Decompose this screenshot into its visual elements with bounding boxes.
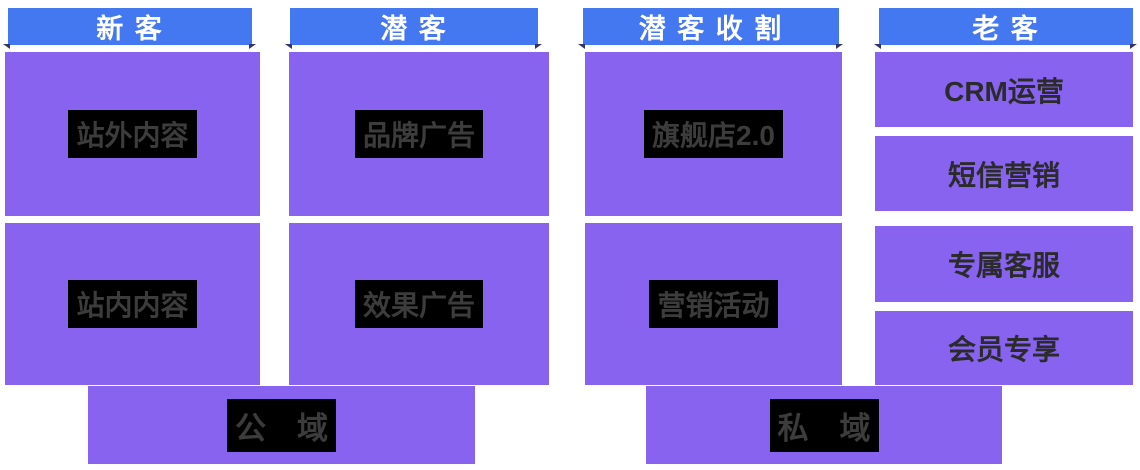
cell-offsite-content: 站外内容 [5,52,260,216]
column-header-returning-customers: 老 客 [874,8,1137,49]
cell-label: 旗舰店2.0 [644,110,783,158]
cell-brand-ads: 品牌广告 [289,52,549,216]
column-header-prospect-harvest: 潜 客 收 割 [578,8,843,49]
cell-label: 品牌广告 [354,110,483,158]
cell-flagship-store: 旗舰店2.0 [585,52,842,216]
column-header-prospects: 潜 客 [285,8,542,49]
ribbon-fold-right-icon [249,44,256,49]
ribbon-fold-left-icon [578,44,585,49]
cell-label: 会员专享 [947,334,1060,365]
cell-label: 营销活动 [649,280,778,328]
footer-bar-private-domain: 私 域 [646,386,1002,464]
column-header-label: 潜 客 [380,14,448,44]
cell-performance-ads: 效果广告 [289,223,549,385]
cell-dedicated-support: 专属客服 [875,226,1133,302]
cell-label: 站外内容 [68,110,197,158]
cell-member-exclusive: 会员专享 [875,311,1133,385]
cell-label: 专属客服 [947,250,1060,281]
ribbon-fold-left-icon [285,44,292,49]
ribbon-fold-left-icon [874,44,881,49]
column-header-label: 潜 客 收 割 [638,14,784,44]
cell-label: 短信营销 [947,159,1060,191]
ribbon-fold-right-icon [1130,44,1137,49]
footer-bar-label: 私 域 [769,398,879,452]
cell-marketing-campaigns: 营销活动 [585,223,842,385]
ribbon-fold-right-icon [836,44,843,49]
cell-crm-operations: CRM运营 [875,52,1133,127]
cell-label: 站内内容 [68,280,197,328]
cell-onsite-content: 站内内容 [5,223,260,385]
footer-bar-public-domain: 公 域 [88,386,475,464]
column-header-label: 新 客 [96,14,164,44]
ribbon-fold-left-icon [3,44,10,49]
ribbon-fold-right-icon [535,44,542,49]
column-header-new-customers: 新 客 [3,8,256,49]
cell-label: 效果广告 [354,280,483,328]
cell-label: CRM运营 [944,75,1064,107]
column-header-label: 老 客 [972,14,1040,44]
cell-sms-marketing: 短信营销 [875,136,1133,211]
footer-bar-label: 公 域 [227,398,336,452]
